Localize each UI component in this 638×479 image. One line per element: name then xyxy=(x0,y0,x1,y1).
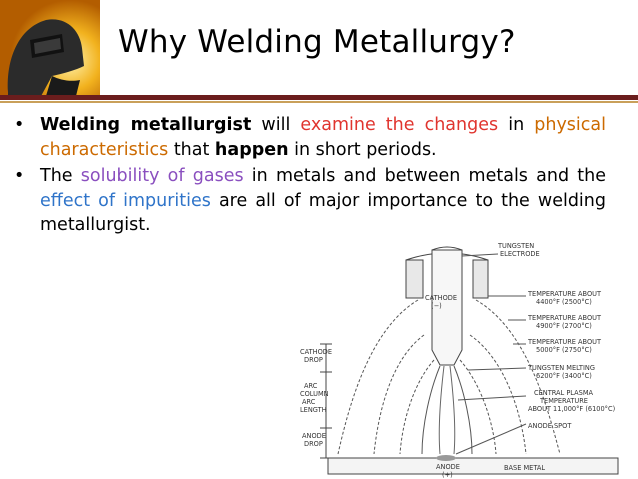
label-temp1-b: 4400°F (2500°C) xyxy=(536,298,592,306)
label-temp1-a: TEMPERATURE ABOUT xyxy=(527,290,602,298)
label-arc-length-b: LENGTH xyxy=(300,406,327,414)
arc-envelope-inner xyxy=(400,360,496,454)
bullet-dot: • xyxy=(14,164,24,189)
label-tungsten: TUNGSTEN xyxy=(497,242,534,250)
label-arc-column-b: COLUMN xyxy=(300,390,329,398)
label-temp2-a: TEMPERATURE ABOUT xyxy=(527,314,602,322)
label-anode-sign: (+) xyxy=(442,471,453,479)
anode-spot xyxy=(436,455,456,461)
welder-helmet-icon xyxy=(0,0,100,100)
label-anode-spot: ANODE SPOT xyxy=(528,422,572,430)
label-temp4-a: TUNGSTEN MELTING xyxy=(527,364,595,372)
bullet-dot: • xyxy=(14,113,24,138)
label-cathode: (−) xyxy=(431,302,442,310)
label-cathode-drop-b: DROP xyxy=(304,356,323,364)
bullet-text: The solubility of gases in metals and be… xyxy=(40,166,606,235)
label-cathode-drop-a: CATHODE xyxy=(300,348,332,356)
label-cathode-text: CATHODE xyxy=(425,294,457,302)
cathode-holder xyxy=(406,260,423,298)
label-temp3-b: 5000°F (2750°C) xyxy=(536,346,592,354)
label-plasma-b: TEMPERATURE xyxy=(539,397,588,405)
label-plasma-a: CENTRAL PLASMA xyxy=(534,389,594,397)
label-anode-drop-a: ANODE xyxy=(302,432,326,440)
label-anode: ANODE xyxy=(436,463,460,471)
title-rule xyxy=(0,95,638,100)
label-temp3-a: TEMPERATURE ABOUT xyxy=(527,338,602,346)
label-arc-length-a: ARC xyxy=(302,398,316,406)
bullet-item: • The solubility of gases in metals and … xyxy=(14,164,606,238)
bullet-list: • Welding metallurgist will examine the … xyxy=(14,113,606,240)
base-metal-plate xyxy=(328,458,618,474)
label-plasma-c: ABOUT 11,000°F (6100°C) xyxy=(528,405,615,413)
arc-diagram: TUNGSTEN ELECTRODE (−) CATHODE TEMPERATU… xyxy=(298,240,638,479)
label-base-metal: BASE METAL xyxy=(504,464,545,472)
bullet-text: Welding metallurgist will examine the ch… xyxy=(40,115,606,160)
label-temp4-b: 6200°F (3400°C) xyxy=(536,372,592,380)
label-electrode: ELECTRODE xyxy=(500,250,540,258)
bullet-item: • Welding metallurgist will examine the … xyxy=(14,113,606,162)
label-anode-drop-b: DROP xyxy=(304,440,323,448)
label-arc-column-a: ARC xyxy=(304,382,318,390)
slide-title: Why Welding Metallurgy? xyxy=(118,24,516,60)
label-temp2-b: 4900°F (2700°C) xyxy=(536,322,592,330)
title-accent-rule xyxy=(0,101,638,103)
